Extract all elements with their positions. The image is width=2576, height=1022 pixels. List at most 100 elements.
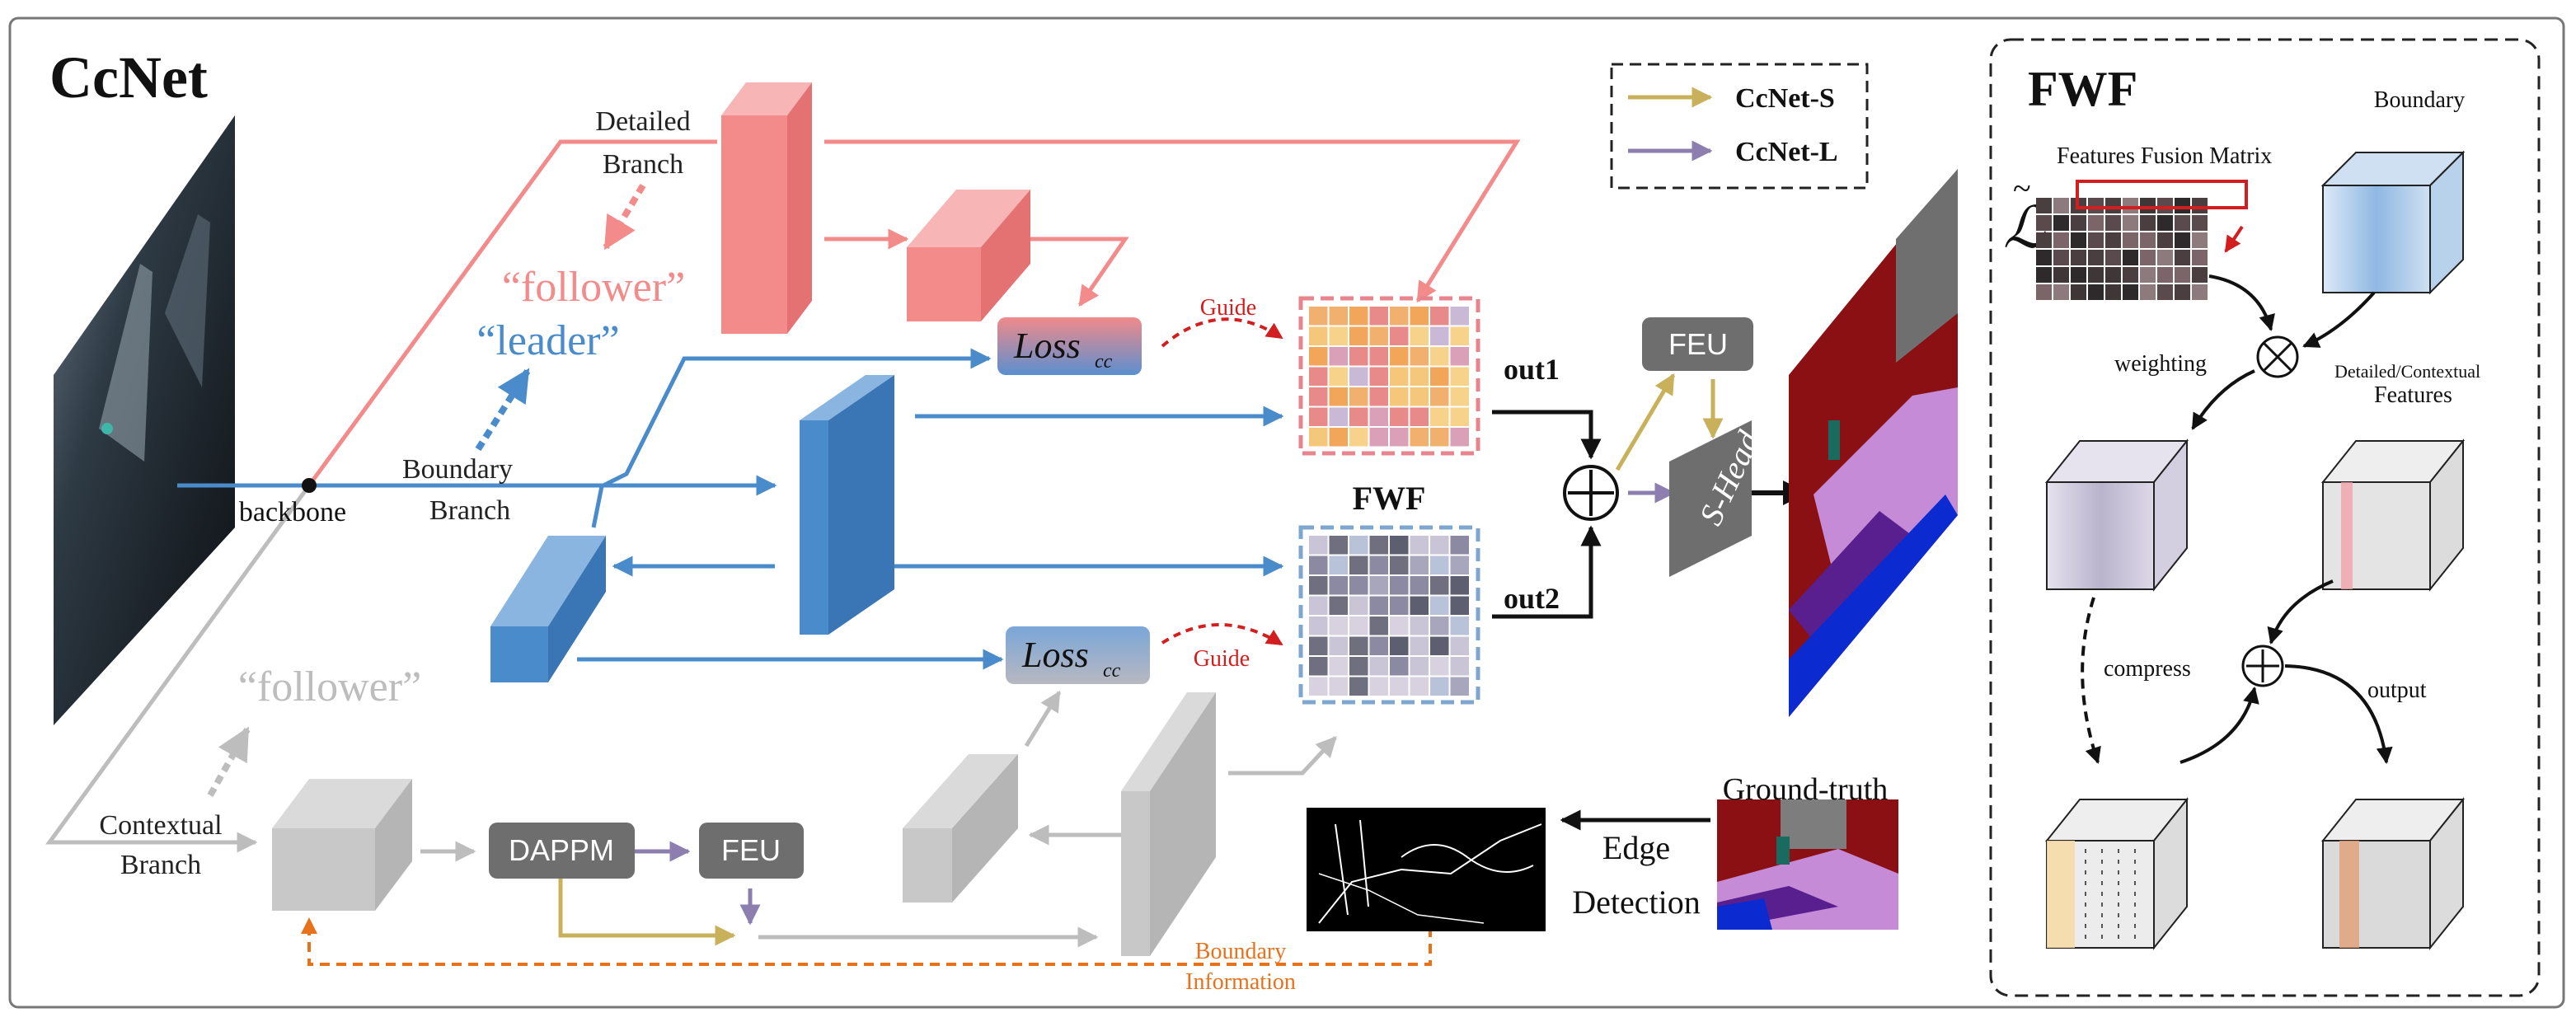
mosaic-cell: [1390, 307, 1409, 326]
mosaic-cell: [1430, 596, 1449, 615]
mosaic-cell: [1329, 326, 1348, 345]
follower-red-label: “follower”: [502, 264, 685, 311]
out1-label: out1: [1504, 353, 1560, 386]
fwf-sum-operator: [2241, 645, 2284, 687]
mosaic-cell: [1369, 677, 1388, 696]
mosaic-cell: [1450, 367, 1469, 386]
mosaic-cell: [1349, 616, 1368, 635]
mosaic-cell: [1390, 636, 1409, 655]
mosaic-cell: [2192, 267, 2208, 283]
out2-label: out2: [1504, 582, 1560, 615]
mosaic-cell: [1369, 576, 1388, 595]
detailed-branch-label-2: Branch: [603, 149, 683, 180]
mosaic-cell: [1410, 387, 1429, 406]
detailed-branch-label-1: Detailed: [595, 106, 690, 137]
loss-cc-bottom-sub: cc: [1103, 660, 1121, 682]
fwf-detail-panel: FWF Features Fusion Matrix ℒ ~ Boundary …: [1989, 38, 2541, 997]
mosaic-cell: [2105, 284, 2121, 300]
mosaic-cell: [2140, 267, 2156, 283]
boundary-block-small: [490, 536, 606, 682]
boundary-branch-label-1: Boundary: [402, 454, 513, 485]
follower-red-dashed-arrow: [603, 183, 646, 251]
ground-truth-label: Ground-truth: [1723, 772, 1889, 807]
boundary-to-loss-top-arrow: [591, 348, 992, 528]
mosaic-cell: [2036, 284, 2052, 300]
mosaic-cell: [1390, 326, 1409, 345]
ground-truth-image: [1717, 799, 1898, 930]
follower-gray-dashed-arrow: [207, 726, 251, 797]
mosaic-cell: [2175, 267, 2190, 283]
mosaic-cell: [1309, 616, 1328, 635]
mosaic-cell: [1329, 657, 1348, 676]
mosaic-cell: [1450, 556, 1469, 574]
feu-right-label: FEU: [1668, 327, 1728, 361]
loss-cc-top-sub: cc: [1095, 351, 1113, 373]
legend-ccnet-l: CcNet-L: [1735, 137, 1838, 167]
mosaic-cell: [1450, 428, 1469, 447]
mosaic-cell: [2053, 215, 2069, 231]
mosaic-cell: [1309, 677, 1328, 696]
mosaic-cell: [2157, 284, 2173, 300]
mosaic-cell: [1369, 616, 1388, 635]
ffm-red-arrow: [2224, 225, 2244, 253]
mosaic-cell: [2123, 267, 2138, 283]
mosaic-cell: [2088, 215, 2104, 231]
guide-bottom-arrow: [1161, 623, 1283, 646]
mosaic-cell: [1349, 367, 1368, 386]
mosaic-cell: [2140, 232, 2156, 248]
compress-label: compress: [2104, 656, 2191, 682]
mosaic-cell: [1410, 407, 1429, 426]
mosaic-cell: [2036, 250, 2052, 265]
mosaic-cell: [1329, 576, 1348, 595]
mosaic-cell: [2105, 215, 2121, 231]
sum-to-output-arrow: [2284, 664, 2393, 764]
mosaic-cell: [2053, 198, 2069, 213]
mosaic-cell: [1369, 307, 1388, 326]
mosaic-cell: [1349, 407, 1368, 426]
mosaic-cell: [1309, 326, 1328, 345]
mosaic-cell: [2157, 198, 2173, 213]
mosaic-cell: [1410, 347, 1429, 366]
mosaic-cell: [1369, 347, 1388, 366]
mosaic-cell: [1309, 407, 1328, 426]
mosaic-cell: [2123, 250, 2138, 265]
mosaic-cell: [1329, 367, 1348, 386]
contextual-branch-label-2: Branch: [120, 850, 201, 880]
multiply-operator: [2256, 335, 2299, 378]
mosaic-cell: [1309, 636, 1328, 655]
guide-bottom-label: Guide: [1194, 646, 1250, 672]
mosaic-cell: [1430, 556, 1449, 574]
mosaic-cell: [1450, 407, 1469, 426]
mosaic-cell: [2175, 198, 2190, 213]
mosaic-cell: [1349, 636, 1368, 655]
mosaic-cell: [1349, 677, 1368, 696]
mosaic-cell: [2157, 250, 2173, 265]
mosaic-cell: [2157, 215, 2173, 231]
mosaic-cell: [1390, 347, 1409, 366]
mosaic-cell: [1309, 536, 1328, 555]
mosaic-cell: [1410, 636, 1429, 655]
features-fusion-matrix: [2036, 180, 2248, 300]
context-to-loss-arrow: [1024, 690, 1062, 748]
mosaic-cell: [2140, 250, 2156, 265]
mosaic-cell: [2053, 267, 2069, 283]
mosaic-cell: [2088, 250, 2104, 265]
mosaic-cell: [1349, 326, 1368, 345]
features-label: Features: [2374, 382, 2452, 408]
mosaic-cell: [1329, 407, 1348, 426]
mosaic-cell: [2105, 250, 2121, 265]
mosaic-cell: [1390, 428, 1409, 447]
mosaic-cell: [1329, 556, 1348, 574]
mosaic-cell: [1390, 616, 1409, 635]
mosaic-cell: [2088, 232, 2104, 248]
legend: CcNet-S CcNet-L: [1610, 63, 1869, 190]
mosaic-cell: [1410, 657, 1429, 676]
outer-frame: [8, 16, 2565, 1009]
weighting-label: weighting: [2114, 351, 2207, 377]
boundary-cube: [2320, 150, 2466, 295]
mosaic-cell: [1309, 387, 1328, 406]
mosaic-cell: [2140, 284, 2156, 300]
boundary-info-label-2: Information: [1185, 969, 1296, 995]
mosaic-cell: [2123, 232, 2138, 248]
mosaic-cell: [1309, 596, 1328, 615]
